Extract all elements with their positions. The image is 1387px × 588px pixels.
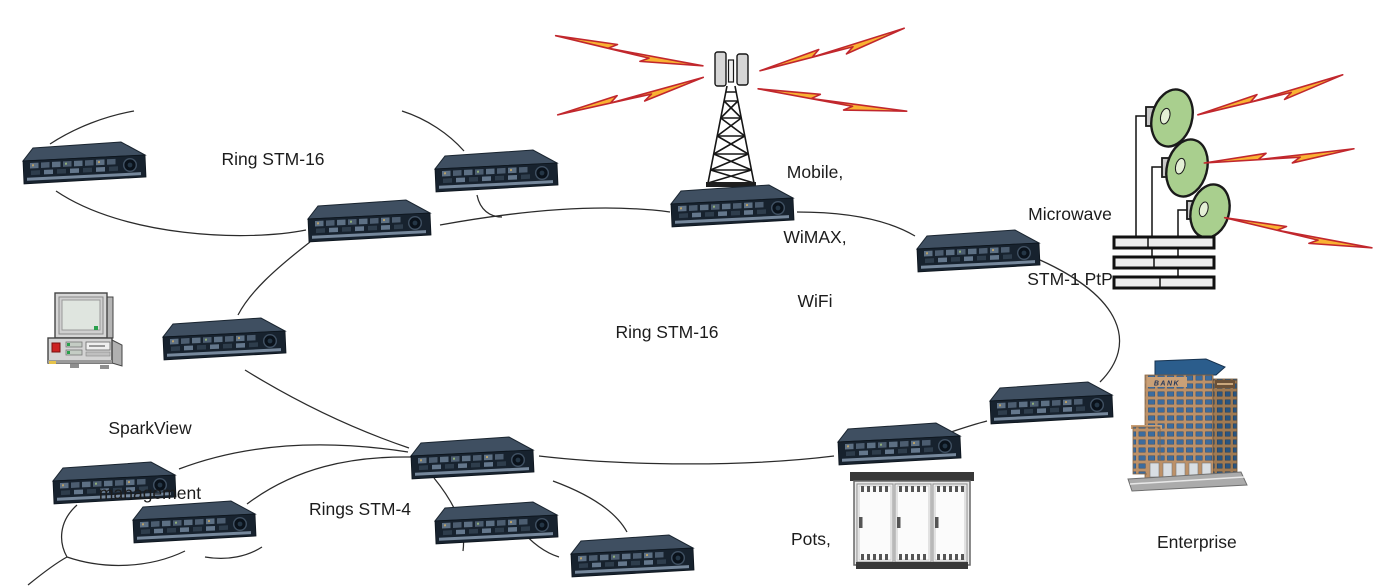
sdh-multiplexer-icon [833, 422, 965, 470]
bank-sign: BANK [1154, 381, 1180, 388]
lightning-bolt-icon [757, 27, 908, 75]
management-computer-icon [47, 292, 123, 369]
label-access: Pots, ISDN, XDSL [791, 529, 831, 549]
microwave-dish-icon [1161, 138, 1209, 198]
sdh-multiplexer-icon [566, 534, 698, 582]
lightning-bolt-icon [554, 26, 704, 79]
microwave-dish-icon [1145, 88, 1194, 148]
radio-rack-icon [1112, 235, 1216, 290]
lightning-bolt-icon [1195, 74, 1347, 119]
label-mobile: Mobile, WiMAX, WiFi [783, 162, 847, 311]
label-ring-center: Ring STM-16 [615, 322, 719, 342]
microwave-site [1112, 74, 1373, 290]
sdh-multiplexer-icon [430, 501, 562, 549]
sdh-multiplexer-icon [18, 141, 150, 189]
sdh-multiplexer-icon [985, 381, 1117, 429]
radio-tower-icon [706, 51, 756, 187]
lightning-bolt-icon [1223, 208, 1373, 261]
sdh-multiplexer-icon [912, 229, 1044, 277]
ring-connections [27, 110, 1121, 586]
sdh-multiplexer-icon [430, 149, 562, 197]
sdh-multiplexer-icon [303, 199, 435, 247]
sdh-multiplexer-icon [158, 317, 290, 365]
radio-waves-microwave [1195, 74, 1373, 261]
label-microwave: Microwave STM-1 PtP [1027, 204, 1113, 289]
lightning-bolt-icon [555, 76, 707, 119]
label-ring-left: Ring STM-16 [221, 149, 325, 169]
enterprise-building-icon: BANK [1127, 358, 1248, 492]
sdh-multiplexer-icon [48, 461, 180, 509]
lightning-bolt-icon [1203, 147, 1356, 167]
label-management: SparkView management [98, 418, 202, 503]
street-cabinet-icon [850, 472, 974, 569]
sdh-multiplexer-icon [666, 184, 798, 232]
label-rings-stm4: Rings STM-4 [308, 499, 412, 519]
sdh-multiplexer-icon [406, 436, 538, 484]
lightning-bolt-icon [756, 79, 908, 124]
sdh-multiplexer-icon [128, 500, 260, 548]
label-enterprise: Enterprise Premises [1157, 532, 1237, 552]
